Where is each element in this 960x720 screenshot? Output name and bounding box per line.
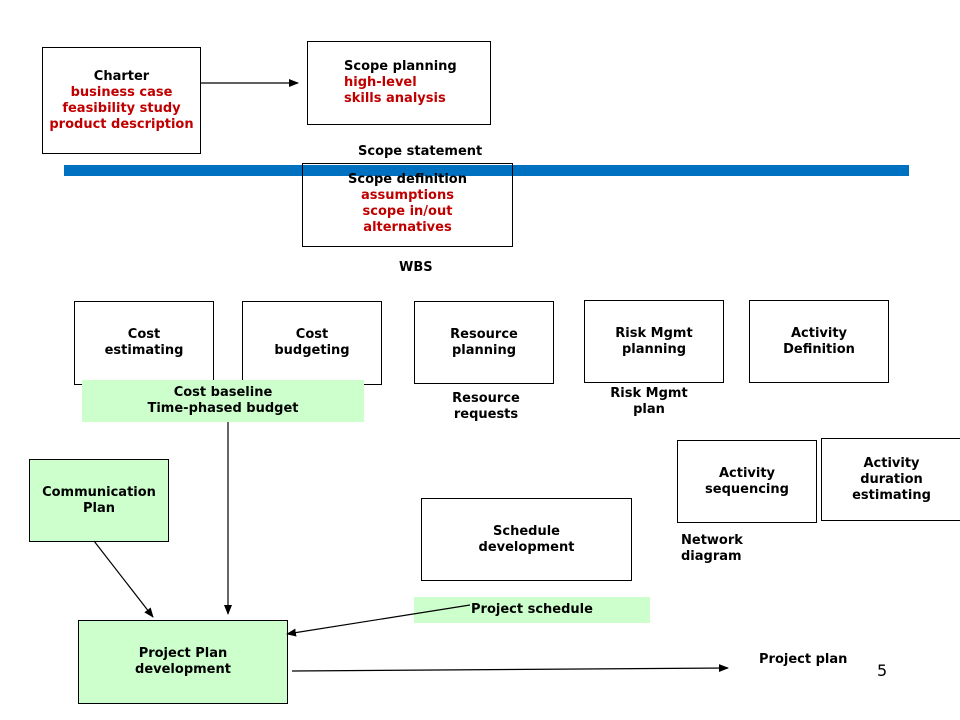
scope-definition-item-assumptions: assumptions — [361, 188, 454, 203]
resource-requests-line1: Resource — [452, 391, 520, 406]
schedule-development-box: Schedule development — [421, 498, 632, 581]
resource-planning-box: Resource planning — [414, 301, 554, 384]
communication-plan-line1: Communication — [42, 484, 156, 500]
cost-budgeting-line2: budgeting — [274, 343, 350, 358]
arrow-schedule-to-plan-development — [286, 604, 471, 637]
activity-sequencing-line2: sequencing — [705, 481, 789, 497]
cost-budgeting-line1: Cost — [295, 327, 329, 342]
cost-budgeting-box: Cost budgeting — [242, 301, 382, 385]
resource-requests-label: Resource requests — [441, 391, 531, 423]
project-schedule-label: Project schedule — [471, 602, 593, 617]
scope-planning-box: Scope planning high-level skills analysi… — [307, 41, 491, 125]
risk-planning-line2: planning — [621, 341, 687, 357]
scope-divider-bar — [64, 165, 909, 176]
charter-title: Charter — [93, 68, 150, 84]
schedule-development-line1: Schedule — [493, 523, 560, 539]
activity-sequencing-line1: Activity — [718, 465, 776, 481]
activity-duration-line2: duration — [860, 471, 923, 487]
activity-duration-line3: estimating — [852, 487, 931, 503]
scope-definition-item-alternatives: alternatives — [363, 220, 452, 235]
project-plan-development-line2: development — [135, 662, 231, 677]
scope-definition-item-scope-in-out: scope in/out — [362, 204, 453, 219]
arrow-plan-development-to-project-plan — [291, 664, 729, 673]
cost-baseline-line2: Time-phased budget — [147, 401, 299, 416]
network-diagram-line2: diagram — [681, 549, 742, 564]
risk-plan-line1: Risk Mgmt — [610, 386, 688, 401]
cost-baseline-line1: Cost baseline — [173, 385, 273, 400]
charter-box: Charter business case feasibility study … — [42, 47, 201, 154]
risk-plan-line2: plan — [633, 402, 665, 417]
project-plan-development-box: Project Plan development — [78, 620, 288, 704]
risk-plan-label: Risk Mgmt plan — [604, 386, 694, 418]
activity-definition-box: Activity Definition — [749, 300, 889, 383]
resource-planning-line2: planning — [451, 342, 517, 358]
risk-planning-line1: Risk Mgmt — [615, 325, 693, 341]
activity-sequencing-box: Activity sequencing — [677, 440, 817, 523]
cost-estimating-line2: estimating — [104, 343, 184, 358]
activity-definition-line1: Activity — [790, 325, 848, 341]
cost-baseline-band: Cost baseline Time-phased budget — [82, 380, 364, 422]
scope-planning-item-high-level: high-level — [344, 75, 417, 90]
activity-definition-line2: Definition — [783, 341, 855, 357]
communication-plan-box: Communication Plan — [29, 459, 169, 542]
activity-duration-box: Activity duration estimating — [821, 438, 960, 521]
charter-item-feasibility-study: feasibility study — [62, 100, 181, 116]
network-diagram-label: Network diagram — [681, 533, 743, 565]
resource-planning-line1: Resource — [450, 326, 518, 342]
arrow-communication-to-plan-development — [93, 540, 154, 618]
scope-definition-box: Scope definition assumptions scope in/ou… — [302, 163, 513, 247]
scope-definition-title: Scope definition — [348, 172, 467, 187]
cost-estimating-box: Cost estimating — [74, 301, 214, 385]
activity-duration-line1: Activity — [863, 455, 920, 471]
charter-item-product-description: product description — [49, 116, 194, 132]
network-diagram-line1: Network — [681, 533, 743, 548]
wbs-label: WBS — [399, 260, 433, 275]
resource-requests-line2: requests — [453, 407, 519, 422]
scope-planning-title: Scope planning — [344, 59, 457, 74]
project-plan-development-line1: Project Plan — [138, 646, 228, 661]
cost-estimating-line1: Cost — [127, 327, 161, 342]
charter-item-business-case: business case — [70, 84, 173, 100]
page-number: 5 — [877, 661, 888, 680]
scope-statement-label: Scope statement — [358, 144, 483, 159]
project-schedule-band: Project schedule — [414, 597, 650, 623]
risk-planning-box: Risk Mgmt planning — [584, 300, 724, 383]
scope-planning-item-skills-analysis: skills analysis — [344, 91, 446, 106]
project-plan-label: Project plan — [759, 652, 848, 667]
communication-plan-line2: Plan — [82, 500, 115, 516]
schedule-development-line2: development — [478, 539, 575, 555]
